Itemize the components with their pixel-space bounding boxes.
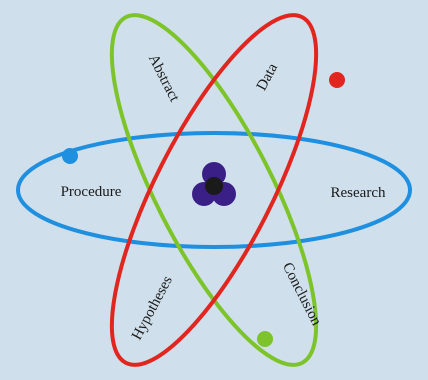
label-conclusion: Conclusion — [279, 260, 325, 329]
blue-electron — [62, 148, 78, 164]
green-electron — [257, 331, 273, 347]
red-electron — [329, 72, 345, 88]
label-data: Data — [254, 61, 282, 94]
label-research: Research — [331, 185, 386, 201]
label-abstract: Abstract — [145, 52, 183, 105]
label-hypotheses: Hypotheses — [129, 273, 176, 342]
nucleus — [192, 162, 236, 206]
label-procedure: Procedure — [61, 184, 122, 200]
